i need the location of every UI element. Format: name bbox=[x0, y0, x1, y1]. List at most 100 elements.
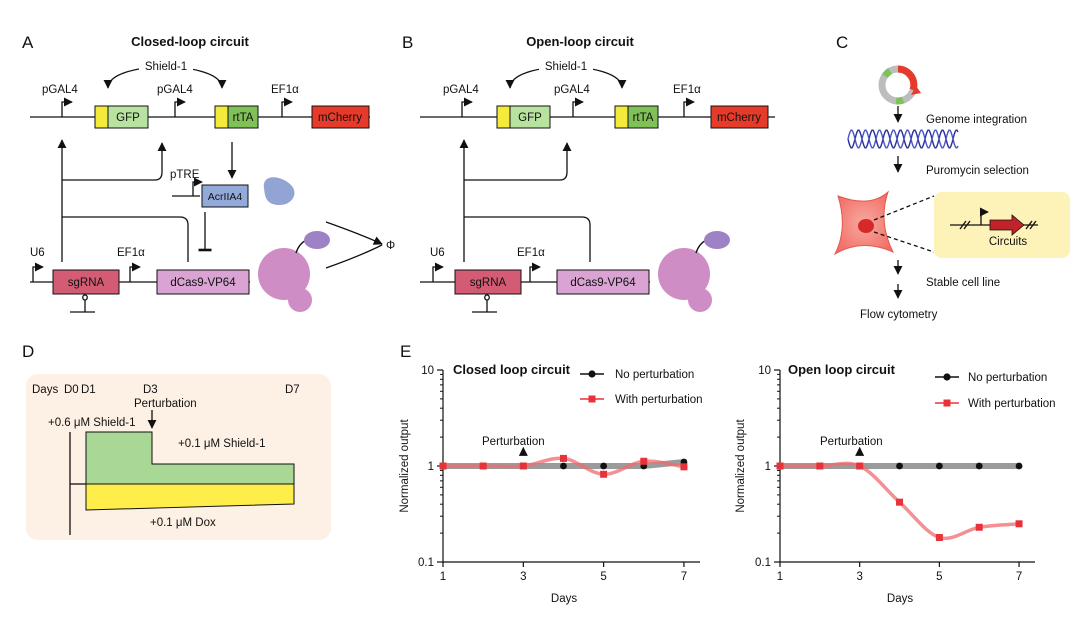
degron-tag bbox=[496, 105, 511, 129]
shield-label: Shield-1 bbox=[545, 61, 587, 73]
degradation-line bbox=[325, 244, 383, 269]
day-mark: D3 bbox=[143, 384, 158, 396]
legend-marker bbox=[588, 370, 596, 378]
gfp-label: GFP bbox=[518, 112, 542, 124]
dna-helix-icon bbox=[847, 129, 959, 149]
panel-a: A Closed-loop circuit pGAL4 pGAL4 EF1α G… bbox=[22, 33, 395, 313]
sgrna-gene bbox=[454, 269, 522, 295]
vp64-protein bbox=[304, 231, 330, 249]
y-tick-label: 10 bbox=[758, 365, 771, 377]
perturbation-annotation: Perturbation bbox=[482, 436, 545, 448]
panel-label-e: E bbox=[400, 342, 411, 361]
promoter-arrow bbox=[192, 177, 203, 196]
degron-tag bbox=[614, 105, 629, 129]
dcas9-label: dCas9-VP64 bbox=[170, 277, 236, 289]
gfp-gene bbox=[509, 105, 551, 129]
data-point-no-perturbation bbox=[560, 462, 567, 470]
x-tick-label: 7 bbox=[681, 571, 687, 583]
dna-helix-icon bbox=[847, 129, 959, 149]
data-point-with-perturbation bbox=[776, 462, 784, 470]
data-point-with-perturbation bbox=[896, 498, 904, 506]
acriia4-gene bbox=[201, 184, 249, 208]
x-tick-label: 3 bbox=[856, 571, 862, 583]
data-point-with-perturbation bbox=[935, 533, 943, 541]
regulation-line bbox=[464, 216, 591, 262]
data-point-with-perturbation bbox=[975, 523, 983, 531]
degron-tag bbox=[214, 105, 229, 129]
panel-d: D Days D0 D1 D3 D7 Perturbation +0.6 μM … bbox=[22, 342, 331, 540]
data-point-no-perturbation bbox=[1015, 462, 1023, 470]
perturbation-annotation: Perturbation bbox=[820, 436, 883, 448]
data-point-with-perturbation bbox=[559, 454, 567, 462]
dox-treatment-bar bbox=[85, 483, 295, 511]
x-tick-label: 1 bbox=[440, 571, 446, 583]
data-point-with-perturbation bbox=[439, 462, 447, 470]
step-label: Stable cell line bbox=[926, 277, 1000, 289]
shield-label: Shield-1 bbox=[145, 61, 187, 73]
panel-label-b: B bbox=[402, 33, 413, 52]
promoter-arrow bbox=[174, 97, 186, 117]
gene-arrow-icon bbox=[989, 214, 1025, 236]
dcas9-label: dCas9-VP64 bbox=[570, 277, 636, 289]
rtta-label: rtTA bbox=[233, 112, 254, 124]
dcas9-protein bbox=[288, 288, 312, 312]
promoter-label: pGAL4 bbox=[443, 84, 479, 96]
nucleus-icon bbox=[858, 219, 874, 233]
promoter-label: U6 bbox=[430, 247, 445, 259]
days-label: Days bbox=[32, 384, 58, 396]
promoter-label: pGAL4 bbox=[42, 84, 78, 96]
rtta-gene bbox=[627, 105, 659, 129]
dcas9-protein bbox=[658, 248, 710, 300]
plasmid-marker bbox=[895, 96, 905, 105]
promoter-label: EF1α bbox=[517, 247, 545, 259]
panel-a-title: Closed-loop circuit bbox=[131, 34, 249, 49]
y-tick-label: 10 bbox=[421, 365, 434, 377]
degron-tag bbox=[94, 105, 109, 129]
plasmid-insert bbox=[897, 65, 918, 92]
promoter-arrow bbox=[461, 97, 473, 117]
promoter-label: pGAL4 bbox=[554, 84, 590, 96]
gfp-label: GFP bbox=[116, 112, 140, 124]
zoom-line bbox=[873, 195, 935, 221]
sgrna-label: sgRNA bbox=[68, 277, 105, 289]
dcas9-gene bbox=[156, 269, 250, 295]
day-mark: D7 bbox=[285, 384, 300, 396]
vp64-protein bbox=[704, 231, 730, 249]
x-axis-label: Days bbox=[551, 593, 577, 605]
sgrna-gene bbox=[52, 269, 120, 295]
data-point-no-perturbation bbox=[896, 462, 903, 470]
y-axis-label: Normalized output bbox=[735, 419, 747, 513]
promoter-label: EF1α bbox=[271, 84, 299, 96]
dox-label: +0.1 μM Dox bbox=[150, 517, 216, 529]
data-point-no-perturbation bbox=[975, 462, 983, 470]
promoter-arrow bbox=[61, 97, 73, 117]
promoter-arrow bbox=[281, 97, 293, 117]
y-tick-label: 1 bbox=[428, 461, 434, 473]
chart-title: Closed loop circuit bbox=[453, 362, 571, 377]
legend-label: No perturbation bbox=[615, 369, 694, 381]
dcas9-protein bbox=[258, 248, 310, 300]
promoter-arrow bbox=[32, 262, 44, 282]
rtta-gene bbox=[227, 105, 259, 129]
promoter-label: EF1α bbox=[673, 84, 701, 96]
degradation-arrow bbox=[325, 221, 383, 245]
perturbation-label: Perturbation bbox=[134, 398, 197, 410]
data-point-with-perturbation bbox=[479, 462, 487, 470]
x-tick-label: 7 bbox=[1016, 571, 1022, 583]
dcas9-protein bbox=[688, 288, 712, 312]
promoter-arrow bbox=[529, 262, 541, 282]
data-point-with-perturbation bbox=[856, 462, 864, 470]
sgrna-hairpin bbox=[70, 294, 95, 313]
step-label: Flow cytometry bbox=[860, 309, 938, 321]
x-tick-label: 5 bbox=[936, 571, 942, 583]
promoter-arrow bbox=[572, 97, 584, 117]
x-tick-label: 1 bbox=[777, 571, 783, 583]
promoter-arrow bbox=[432, 262, 444, 282]
data-point-with-perturbation bbox=[1015, 520, 1023, 528]
promoter-label: pGAL4 bbox=[157, 84, 193, 96]
panel-e: E Closed loop circuit Days Normalized ou… bbox=[399, 342, 1056, 605]
promoter-arrow bbox=[683, 97, 695, 117]
data-point-with-perturbation bbox=[680, 463, 688, 471]
day-mark: D1 bbox=[81, 384, 96, 396]
break-mark bbox=[1025, 220, 1037, 230]
